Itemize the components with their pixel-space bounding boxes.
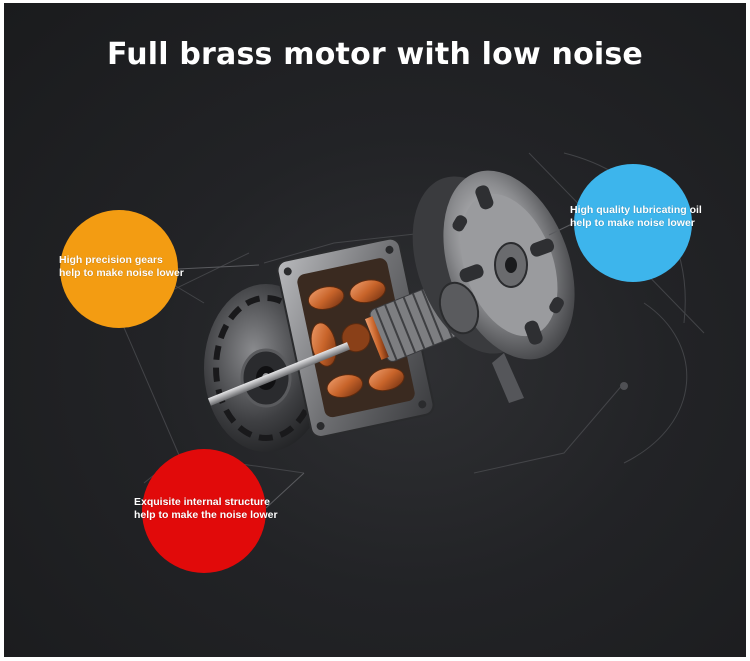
oil-callout-line1: High quality lubricating oil (570, 204, 702, 216)
structure-callout-text: Exquisite internal structure help to mak… (134, 496, 278, 522)
stator-plate (276, 237, 435, 438)
oil-callout-circle (574, 164, 692, 282)
gears-callout-circle (60, 210, 178, 328)
oil-callout-text: High quality lubricating oil help to mak… (570, 204, 702, 230)
gears-callout-line2: help to make noise lower (59, 267, 184, 279)
gears-callout-line1: High precision gears (59, 254, 163, 266)
structure-callout-line2: help to make the noise lower (134, 509, 278, 521)
gears-callout-text: High precision gears help to make noise … (59, 254, 184, 280)
structure-callout-circle (142, 449, 266, 573)
product-banner: Full brass motor with low noise High pre… (4, 3, 746, 657)
structure-callout-line1: Exquisite internal structure (134, 496, 270, 508)
oil-callout-line2: help to make noise lower (570, 217, 695, 229)
exploded-motor-illustration (118, 152, 705, 509)
front-housing (412, 170, 575, 403)
page-title: Full brass motor with low noise (107, 37, 643, 72)
